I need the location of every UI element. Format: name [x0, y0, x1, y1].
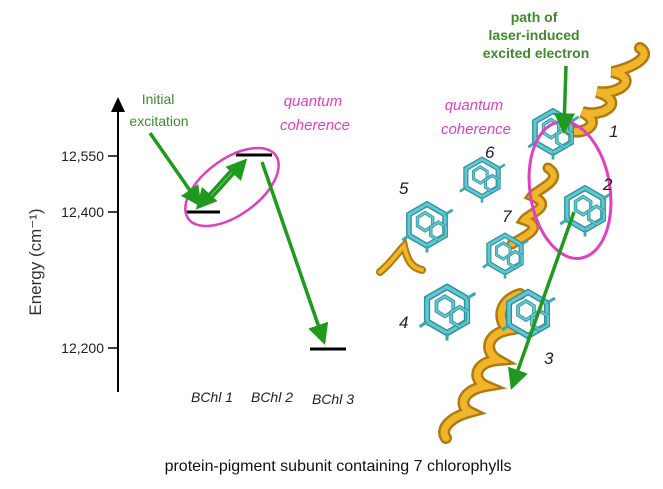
initial-excitation-label: Initial excitation: [129, 91, 188, 129]
coherence-arrow-up: [205, 158, 248, 205]
level-label-bchl2: BChl 2: [251, 389, 293, 405]
coherence-ellipse-left: [184, 146, 280, 228]
helix-middle-highlight: [509, 165, 557, 247]
pigment-6: [460, 159, 505, 202]
coherence-arrow-down: [195, 162, 239, 210]
excited-electron-arrow-in: [553, 65, 575, 135]
pigment-label-7: 7: [502, 207, 512, 226]
tick-label-12550: 12,550: [61, 148, 104, 164]
pigment-label-3: 3: [544, 349, 554, 368]
level-label-bchl3: BChl 3: [312, 391, 354, 407]
pigment-4: [420, 287, 476, 341]
pigment-5: [402, 204, 452, 252]
pigment-7: [483, 235, 528, 278]
pigment-label-1: 1: [609, 122, 618, 141]
energy-axis-label: Energy (cm⁻¹): [26, 208, 45, 315]
coherence-label-left: quantum coherence: [280, 93, 350, 134]
caption: protein-pigment subunit containing 7 chl…: [165, 458, 512, 475]
helix-left-loop-highlight: [378, 242, 424, 274]
transfer-arrow-to-bchl3: [260, 161, 329, 345]
coherence-label-right: quantum coherence: [441, 97, 511, 138]
pigment-label-4: 4: [399, 313, 408, 332]
protein-structure: path of laser-induced excited electron q…: [376, 9, 650, 444]
initial-excitation-arrow: [148, 132, 202, 208]
path-label: path of laser-induced excited electron: [483, 9, 590, 61]
helix-top-right-highlight: [566, 44, 648, 136]
pigment-label-6: 6: [485, 143, 495, 162]
energy-axis-arrowhead: [111, 97, 125, 112]
tick-label-12400: 12,400: [61, 204, 104, 220]
pigment-1: [528, 111, 578, 159]
pigment-label-5: 5: [399, 179, 409, 198]
pigment-label-2: 2: [602, 175, 613, 194]
energy-diagram: Energy (cm⁻¹) 12,550 12,400 12,200 Initi…: [26, 91, 354, 407]
tick-label-12200: 12,200: [61, 340, 104, 356]
excited-electron-arrow-out: [508, 211, 576, 390]
level-label-bchl1: BChl 1: [191, 389, 233, 405]
